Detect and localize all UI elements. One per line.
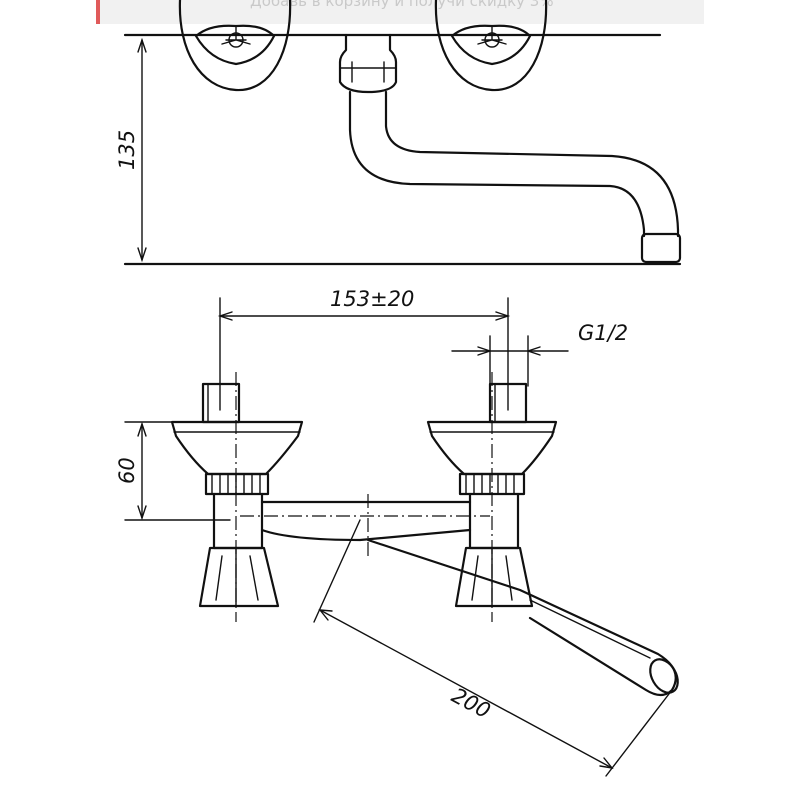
left-valve (170, 372, 304, 622)
cross-bar (240, 494, 490, 560)
right-handle-front (454, 546, 534, 608)
dim-135-label: 135 (115, 130, 139, 170)
dim-153-label: 153±20 (330, 287, 414, 311)
aerator (640, 232, 682, 264)
dim-g12: G1/2 (451, 321, 628, 387)
left-handle-side (178, 0, 292, 92)
dim-200-label: 200 (448, 683, 495, 723)
dim-153: 153±20 (217, 287, 511, 411)
front-view: 153±20 G1/2 60 (115, 287, 679, 777)
spout-outer (348, 90, 646, 238)
front-spout-tip (649, 658, 679, 694)
front-spout (366, 538, 679, 697)
left-handle-front (198, 546, 280, 608)
spout-inner (384, 90, 680, 238)
front-spout-body (366, 538, 677, 697)
promo-banner[interactable]: Добавь в корзину и получи скидку 3% (96, 0, 704, 24)
promo-banner-text: Добавь в корзину и получи скидку 3% (250, 0, 554, 10)
left-escutcheon (170, 420, 304, 476)
right-valve (426, 372, 558, 622)
side-view: 135 (115, 0, 682, 266)
dim-60: 60 (115, 421, 231, 521)
dim-135: 135 (115, 37, 147, 263)
dim-g12-label: G1/2 (578, 321, 628, 345)
left-body (212, 492, 264, 550)
dim-200: 200 (313, 519, 673, 777)
left-nut (204, 472, 270, 496)
right-handle-side (434, 0, 548, 92)
dim-60-label: 60 (115, 457, 139, 484)
body-nut (338, 33, 398, 94)
right-body (468, 492, 520, 550)
